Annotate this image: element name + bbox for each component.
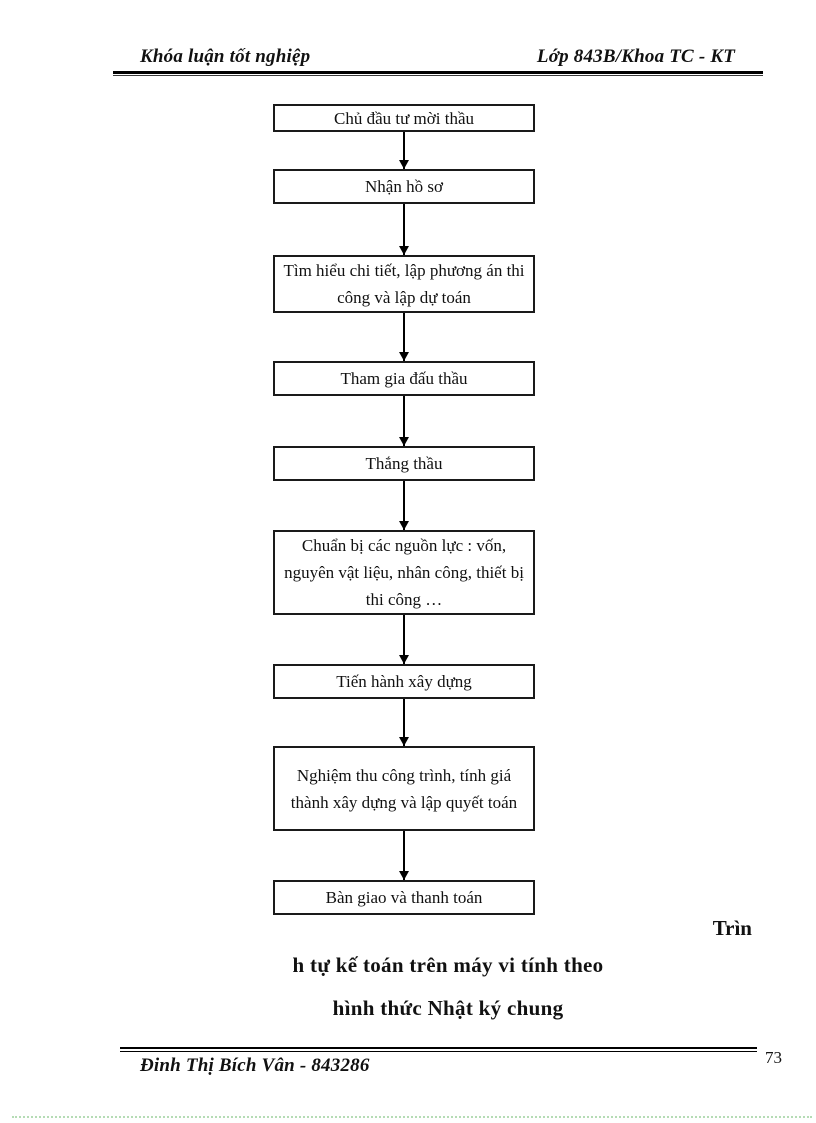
caption-line-2: hình thức Nhật ký chung [332, 996, 564, 1020]
flowchart-step-label: Nghiệm thu công trình, tính giá thành xâ… [290, 765, 518, 812]
arrow-down-icon [403, 481, 405, 530]
flowchart-step-label: Bàn giao và thanh toán [325, 888, 483, 907]
header-title-left: Khóa luận tốt nghiệp [140, 46, 311, 67]
flowchart-step-3: Tìm hiểu chi tiết, lập phương án thi côn… [273, 255, 535, 313]
arrow-down-icon [403, 615, 405, 664]
flowchart-step-8: Nghiệm thu công trình, tính giá thành xâ… [273, 746, 535, 831]
flowchart-step-2: Nhận hồ sơ [273, 169, 535, 204]
arrow-down-icon [403, 831, 405, 880]
arrow-down-icon [403, 204, 405, 255]
caption-line-1: h tự kế toán trên máy vi tính theo [292, 953, 604, 977]
flowchart-step-9: Bàn giao và thanh toán [273, 880, 535, 915]
page-header: Khóa luận tốt nghiệp Lớp 843B/Khoa TC - … [113, 46, 763, 76]
scan-artifact-dotted-line [12, 1116, 812, 1118]
flowchart-step-label: Tìm hiểu chi tiết, lập phương án thi côn… [283, 261, 525, 307]
flowchart-step-6: Chuẩn bị các nguồn lực : vốn, nguyên vật… [273, 530, 535, 615]
header-rule-thin [113, 75, 763, 76]
flowchart-step-label: Tham gia đấu thầu [340, 369, 468, 388]
flowchart-step-label: Tiến hành xây dựng [336, 672, 472, 691]
caption-overflow-word: Trìn [712, 916, 752, 940]
flowchart-step-5: Thắng thầu [273, 446, 535, 481]
arrow-down-icon [403, 699, 405, 746]
flowchart-step-4: Tham gia đấu thầu [273, 361, 535, 396]
footer-rule [120, 1047, 757, 1052]
flowchart-step-label: Chủ đầu tư mời thầu [333, 108, 475, 128]
arrow-down-icon [403, 132, 405, 169]
flowchart-step-1: Chủ đầu tư mời thầu [273, 104, 535, 132]
footer-author: Đinh Thị Bích Vân - 843286 [140, 1055, 370, 1076]
flowchart-step-7: Tiến hành xây dựng [273, 664, 535, 699]
arrow-down-icon [403, 396, 405, 446]
flowchart: Chủ đầu tư mời thầu Nhận hồ sơ Tìm hiểu … [273, 104, 535, 915]
page-number: 73 [765, 1048, 782, 1067]
flowchart-step-label: Thắng thầu [365, 454, 443, 473]
flowchart-step-label: Nhận hồ sơ [365, 177, 443, 196]
header-rule [113, 71, 763, 74]
flowchart-step-label: Chuẩn bị các nguồn lực : vốn, nguyên vật… [284, 536, 524, 609]
header-title-right: Lớp 843B/Khoa TC - KT [536, 46, 735, 67]
arrow-down-icon [403, 313, 405, 361]
